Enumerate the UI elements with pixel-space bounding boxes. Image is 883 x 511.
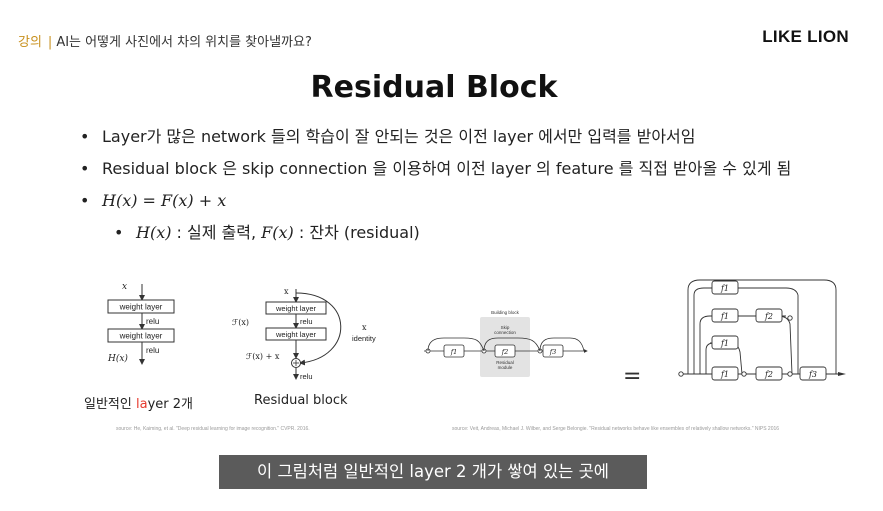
bullet-list: Layer가 많은 network 들의 학습이 잘 안되는 것은 이전 lay… [80,126,791,254]
residual-skip-x-label: x [362,323,367,332]
ensemble-f1-label: f1 [720,284,729,293]
ensemble-f2-label: f2 [764,370,773,379]
plain-layer1-label: weight layer [119,303,163,312]
residual-layer1-label: weight layer [275,304,317,313]
residual-f-label: ℱ(x) [232,318,249,327]
formula-lhs: H(x) [102,191,138,210]
residual-relu-out-label: relu [300,372,313,381]
plain-relu2-label: relu [146,346,159,355]
sub-bullet: H(x) : 실제 출력, F(x) : 잔차 (residual) [114,222,791,254]
sub-bullet-f-text: : 잔차 (residual) [293,223,420,242]
lecture-header: 강의 |AI는 어떻게 사진에서 차의 위치를 찾아낼까요? [18,31,312,50]
ensemble-f2-label: f2 [764,312,773,321]
bullet-text: Residual block 은 skip connection 을 이용하여 … [102,159,792,178]
residual-module-label-1: Residual [496,360,514,365]
unrolled-f2-label: f2 [501,348,509,356]
plain-relu1-label: relu [146,317,159,326]
unrolled-residual-diagram: Building block Skip connection Residual … [424,310,588,377]
connection-label: connection [494,330,516,335]
lecture-title: AI는 어떻게 사진에서 차의 위치를 찾아낼까요? [56,35,312,50]
residual-x-label: x [284,287,289,296]
unrolled-f1-label: f1 [450,348,458,356]
residual-block-diagram: x weight layer relu weight layer ℱ(x) ℱ(… [232,287,376,381]
video-subtitle: 이 그림처럼 일반적인 layer 2 개가 쌓여 있는 곳에 [219,455,647,489]
residual-sum-label: ℱ(x) + x [246,352,280,361]
formula-rhs: F(x) + x [161,191,227,210]
ensemble-f3-label: f3 [808,370,817,379]
sub-bullet-h-text: : 실제 출력, [171,223,262,242]
slide-title: Residual Block [310,70,558,105]
residual-layer2-label: weight layer [275,330,317,339]
source-left: source: He, Kaiming, et al. "Deep residu… [116,426,310,432]
lecture-category: 강의 [18,35,42,50]
ensemble-f1-label: f1 [720,339,729,348]
ensemble-paths-diagram: f1 f1 f2 f1 f1 f2 f3 [678,279,846,381]
sub-bullet-f: F(x) [261,223,294,242]
bullet-item: Residual block 은 skip connection 을 이용하여 … [80,158,791,190]
plain-caption: 일반적인 layer 2개 [84,397,193,412]
sub-bullet-h: H(x) [136,223,172,242]
plain-layer2-label: weight layer [119,332,163,341]
ensemble-f1-label: f1 [720,370,729,379]
formula-bullet: H(x) = F(x) + x [80,190,791,222]
bullet-text: Layer가 많은 network 들의 학습이 잘 안되는 것은 이전 lay… [102,127,696,146]
source-right: source: Veit, Andreas, Michael J. Wilber… [452,426,780,432]
residual-relu1-label: relu [300,317,313,326]
equals-sign: = [623,364,642,389]
highlight-mark: la [135,397,148,412]
skip-label: Skip [501,325,510,330]
residual-module-label-2: module [498,365,513,370]
plain-layers-diagram: x weight layer relu weight layer relu H(… [107,282,175,365]
plain-output-label: H(x) [107,353,128,364]
header-separator: | [47,35,53,50]
residual-identity-label: identity [352,334,376,343]
formula-eq: = [137,191,162,210]
plain-x-label: x [122,282,127,292]
likelion-logo: LIKE LION [762,27,849,46]
residual-caption: Residual block [254,393,348,408]
bullet-item: Layer가 많은 network 들의 학습이 잘 안되는 것은 이전 lay… [80,126,791,158]
building-block-label: Building block [491,310,520,315]
ensemble-f1-label: f1 [720,312,729,321]
unrolled-f3-label: f3 [549,348,557,356]
